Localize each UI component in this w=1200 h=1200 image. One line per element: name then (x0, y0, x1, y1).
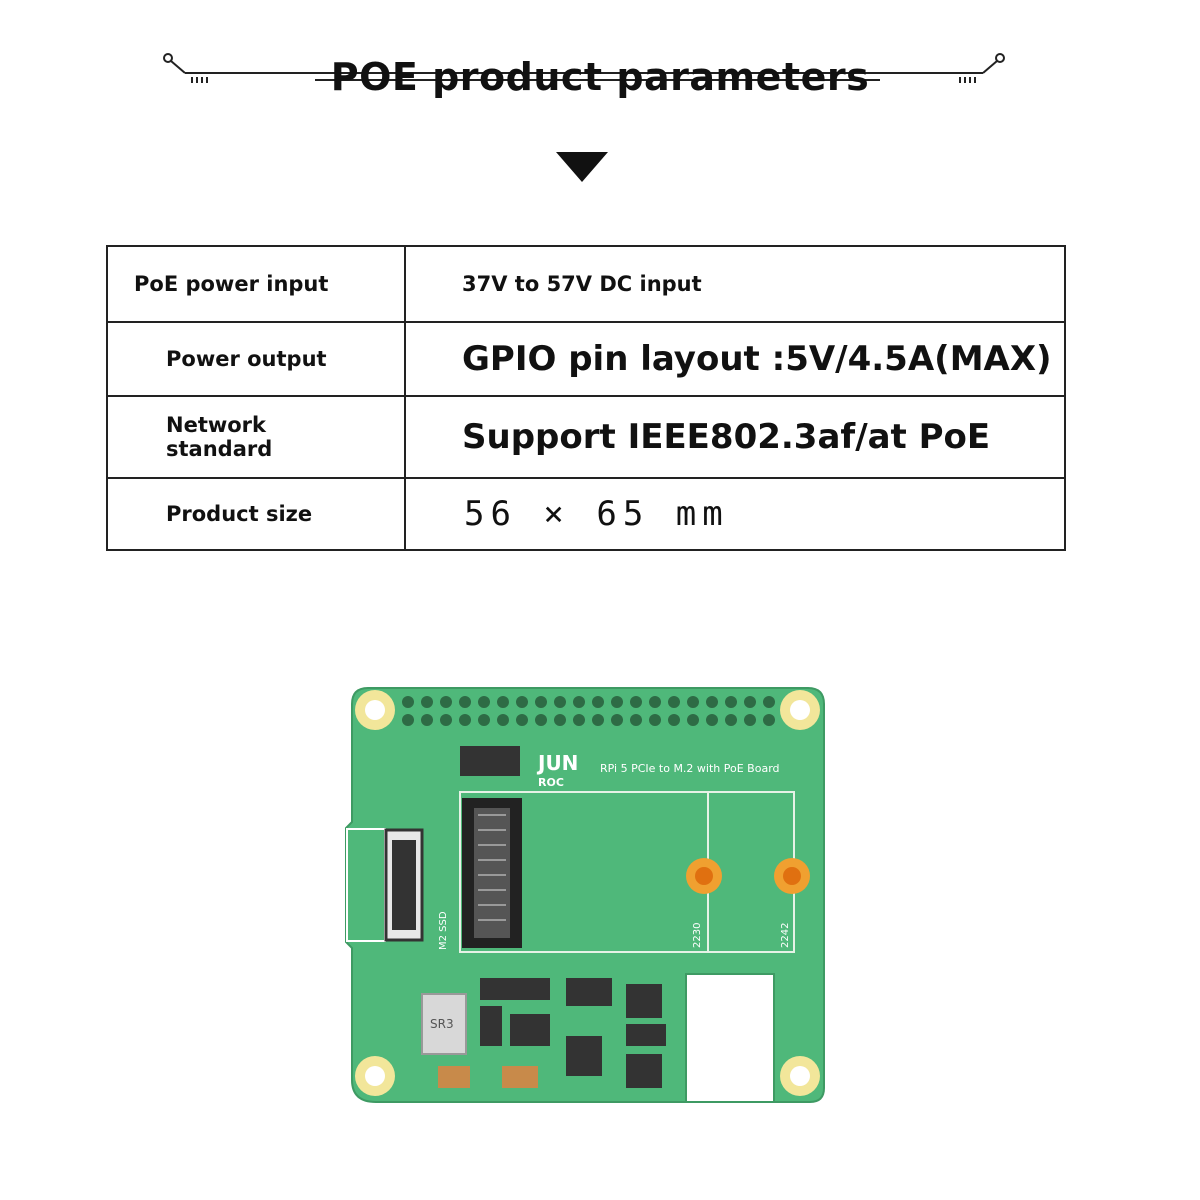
parameters-table: PoE power input 37V to 57V DC input Powe… (106, 245, 1066, 551)
param-value: 37V to 57V DC input (404, 245, 1066, 323)
gpio-pad (497, 696, 509, 708)
gpio-pad (535, 714, 547, 726)
table-row: Product size 56 × 65 mm (106, 477, 1066, 551)
gpio-pad (440, 696, 452, 708)
gpio-pad (744, 714, 756, 726)
gpio-pad (630, 714, 642, 726)
gpio-pad (440, 714, 452, 726)
gpio-pad (725, 696, 737, 708)
board-name: RPi 5 PCIe to M.2 with PoE Board (600, 762, 780, 775)
gpio-pad (478, 696, 490, 708)
slot-label: M2 SSD (438, 911, 449, 950)
inductor-mark: SR3 (430, 1017, 454, 1031)
gpio-pad (725, 714, 737, 726)
brand-logo-line2: ROC (538, 776, 564, 789)
param-value: GPIO pin layout :5V/4.5A(MAX) (404, 321, 1066, 397)
param-label: Power output (106, 321, 406, 397)
gpio-pad (535, 696, 547, 708)
gpio-pad (573, 714, 585, 726)
gpio-pad (516, 696, 528, 708)
down-arrow-icon (556, 152, 608, 182)
gpio-pad (668, 696, 680, 708)
size-label-2242: 2242 (780, 923, 791, 948)
gpio-pad (611, 714, 623, 726)
gpio-pad (497, 714, 509, 726)
param-label: Product size (106, 477, 406, 551)
gpio-pad (573, 696, 585, 708)
brand-logo-line1: JUN (536, 751, 578, 775)
gpio-pad (592, 714, 604, 726)
page-title: POE product parameters (330, 55, 870, 99)
param-label: PoE power input (106, 245, 406, 323)
section-header: POE product parameters (0, 0, 1200, 210)
header-decoration (163, 53, 1005, 182)
gpio-pad (459, 714, 471, 726)
gpio-pad (763, 714, 775, 726)
gpio-pad (402, 696, 414, 708)
gpio-pad (459, 696, 471, 708)
gpio-pad (554, 714, 566, 726)
table-row: Power output GPIO pin layout :5V/4.5A(MA… (106, 321, 1066, 397)
gpio-pad (687, 714, 699, 726)
gpio-pad (402, 714, 414, 726)
gpio-pad (744, 696, 756, 708)
gpio-pad (687, 696, 699, 708)
gpio-pad (611, 696, 623, 708)
gpio-pad (649, 696, 661, 708)
gpio-header (402, 696, 775, 726)
gpio-pad (649, 714, 661, 726)
gpio-pad (421, 696, 433, 708)
param-value: Support IEEE802.3af/at PoE (404, 395, 1066, 479)
gpio-pad (630, 696, 642, 708)
table-row: Network standard Support IEEE802.3af/at … (106, 395, 1066, 479)
size-label-2230: 2230 (692, 923, 703, 948)
gpio-pad (554, 696, 566, 708)
param-value: 56 × 65 mm (404, 477, 1066, 551)
poe-board-image: JUN ROC RPi 5 PCIe to M.2 with PoE Board… (345, 687, 825, 1103)
gpio-pad (706, 696, 718, 708)
table-row: PoE power input 37V to 57V DC input (106, 245, 1066, 323)
gpio-pad (668, 714, 680, 726)
mounting-holes (355, 690, 820, 1096)
gpio-pad (592, 696, 604, 708)
gpio-pad (421, 714, 433, 726)
param-label: Network standard (106, 395, 406, 479)
gpio-pad (516, 714, 528, 726)
gpio-pad (706, 714, 718, 726)
gpio-pad (763, 696, 775, 708)
gpio-pad (478, 714, 490, 726)
